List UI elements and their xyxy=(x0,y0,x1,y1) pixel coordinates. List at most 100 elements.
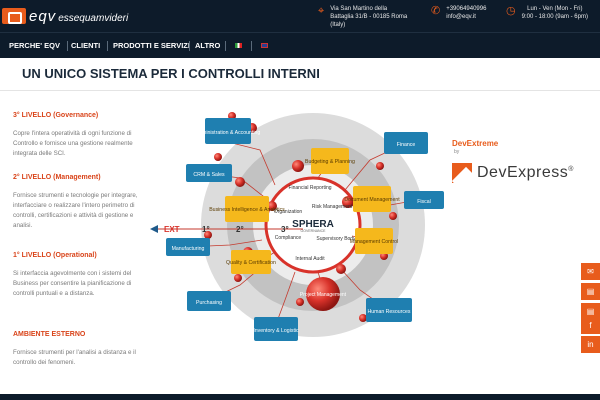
italian-flag-icon[interactable] xyxy=(235,43,242,48)
module-label: Project Management xyxy=(300,292,347,298)
module-human-resources[interactable] xyxy=(366,298,412,322)
mail-icon[interactable]: ✉ xyxy=(581,263,600,280)
nav-item-prodotti-servizi[interactable]: PRODOTTI E SERVIZI xyxy=(113,41,190,50)
address-block: ⌖ Via San Martino della Battaglia 31/B -… xyxy=(318,5,407,29)
hours-block: ◷ Lun - Ven (Mon - Fri) 9:00 - 18:00 (9a… xyxy=(506,5,588,21)
red-spheres xyxy=(204,112,397,322)
module-finance[interactable] xyxy=(384,132,428,154)
nav-item-clienti[interactable]: CLIENTI xyxy=(71,41,101,50)
level-arrow-icon xyxy=(150,225,158,233)
module-label: Finance xyxy=(397,142,416,148)
devexpress-partner[interactable]: DevExtreme by DevExpress ® xyxy=(452,139,573,183)
red-sphere xyxy=(359,314,367,322)
devextreme-label: DevExtreme xyxy=(452,139,499,148)
nav-divider xyxy=(67,41,68,51)
inner-label-risk-management: Risk Management xyxy=(312,204,353,210)
nav-divider xyxy=(225,41,226,51)
module-budgeting-planning[interactable] xyxy=(311,148,349,174)
red-sphere xyxy=(267,201,277,211)
section-text-external: Fornisce strumenti per l'analisi a dista… xyxy=(13,349,136,366)
hours-days: Lun - Ven (Mon - Fri) xyxy=(527,6,583,12)
module-label: CRM & Sales xyxy=(193,172,225,178)
module-document-management[interactable] xyxy=(353,186,391,212)
section-text-governance: Copre l'intera operatività di ogni funzi… xyxy=(13,130,133,157)
module-fiscal[interactable] xyxy=(404,191,444,209)
email-link[interactable]: info@eqv.it xyxy=(446,14,476,20)
red-sphere xyxy=(235,177,245,187)
level-marker-3: 3° xyxy=(281,225,289,234)
level-marker-1: 1° xyxy=(202,225,210,234)
nav-item-altro[interactable]: ALTRO xyxy=(195,41,221,50)
section-heading-governance: 3° LIVELLO (Governance) xyxy=(13,112,99,119)
module-management-control[interactable] xyxy=(355,228,393,254)
module-label: Management Control xyxy=(350,239,398,245)
module-label: Fiscal xyxy=(417,199,431,205)
module-business-intelligence[interactable] xyxy=(225,196,269,222)
sphera-subtitle: GOVERNANCE xyxy=(301,229,327,233)
level-marker-2: 2° xyxy=(236,225,244,234)
red-sphere xyxy=(376,162,384,170)
module-label: Quality & Certification xyxy=(226,260,276,266)
section-heading-external: AMBIENTE ESTERNO xyxy=(13,331,86,338)
module-manufacturing[interactable] xyxy=(166,238,210,256)
module-label: Inventory & Logistic xyxy=(253,328,299,334)
phone-email-block: ✆ +39064940996 info@eqv.it xyxy=(431,5,486,21)
module-purchasing[interactable] xyxy=(187,291,231,311)
module-administration-accounting[interactable] xyxy=(205,118,251,144)
facebook-icon[interactable]: f xyxy=(581,317,600,334)
nav-item-perche-eqv[interactable]: PERCHE' EQV xyxy=(9,41,60,50)
pdf-icon[interactable]: ▤ xyxy=(581,303,600,320)
red-sphere xyxy=(292,160,304,172)
nav-divider xyxy=(251,41,252,51)
section-text-management: Fornisce strumenti e tecnologie per inte… xyxy=(13,192,138,229)
pdf-icon[interactable]: ▤ xyxy=(581,283,600,300)
clock-icon: ◷ xyxy=(506,5,516,17)
hours-time: 9:00 - 18:00 (9am - 6pm) xyxy=(521,14,588,20)
devexpress-mark-icon xyxy=(452,163,472,183)
red-sphere xyxy=(342,196,354,208)
module-label: Manufacturing xyxy=(172,246,205,252)
module-label: Administration & Accounting xyxy=(196,130,261,136)
top-header: eqv essequamvideri ⌖ Via San Martino del… xyxy=(0,0,600,32)
section-heading-operational: 1° LIVELLO (Operational) xyxy=(13,252,97,259)
module-crm-sales[interactable] xyxy=(186,164,232,182)
uk-flag-icon[interactable] xyxy=(261,43,268,48)
inner-label-financial-reporting: Financial Reporting xyxy=(288,185,331,191)
address-line-3: (Italy) xyxy=(330,22,346,28)
module-label: Purchasing xyxy=(196,300,222,306)
linkedin-icon[interactable]: in xyxy=(581,336,600,353)
red-sphere xyxy=(296,298,304,306)
module-inventory-logistic[interactable] xyxy=(254,317,298,341)
nav-divider xyxy=(107,41,108,51)
yellow-modules: Budgeting & Planning Business Intelligen… xyxy=(209,148,400,274)
page-title: UN UNICO SISTEMA PER I CONTROLLI INTERNI xyxy=(22,66,320,81)
main-nav: PERCHE' EQV CLIENTI PRODOTTI E SERVIZI A… xyxy=(0,32,600,58)
location-pin-icon: ⌖ xyxy=(318,5,325,17)
sphera-title: SPHERA xyxy=(292,219,334,230)
inner-label-supervisory-body: Supervisory Body xyxy=(316,236,356,242)
module-label: Budgeting & Planning xyxy=(305,159,355,165)
blue-modules: Administration & Accounting CRM & Sales … xyxy=(166,118,444,341)
red-sphere xyxy=(204,231,212,239)
module-project-management[interactable] xyxy=(306,277,340,311)
footer-bar xyxy=(0,394,600,400)
section-heading-management: 2° LIVELLO (Management) xyxy=(13,174,101,181)
nav-divider xyxy=(189,41,190,51)
partner-by-label: by xyxy=(454,149,460,155)
devexpress-logo: DevExpress ® xyxy=(452,161,582,185)
section-text-operational: Si interfaccia agevolmente con i sistemi… xyxy=(13,270,132,297)
red-sphere xyxy=(336,264,346,274)
red-sphere xyxy=(234,274,242,282)
core-circle xyxy=(264,176,362,274)
module-quality-certification[interactable] xyxy=(231,250,271,274)
level-marker-ext: EXT xyxy=(164,225,180,234)
red-sphere xyxy=(389,212,397,220)
logo-text: eqv xyxy=(29,7,57,25)
inner-label-internal-audit: Internal Audit xyxy=(295,256,325,262)
address-line-2: Battaglia 31/B - 00185 Roma xyxy=(330,14,408,20)
address-line-1: Via San Martino della xyxy=(330,6,388,12)
eqv-logo[interactable]: eqv essequamvideri xyxy=(2,6,128,26)
logo-mark-icon xyxy=(2,8,26,24)
phone-link[interactable]: +39064940996 xyxy=(446,6,487,12)
